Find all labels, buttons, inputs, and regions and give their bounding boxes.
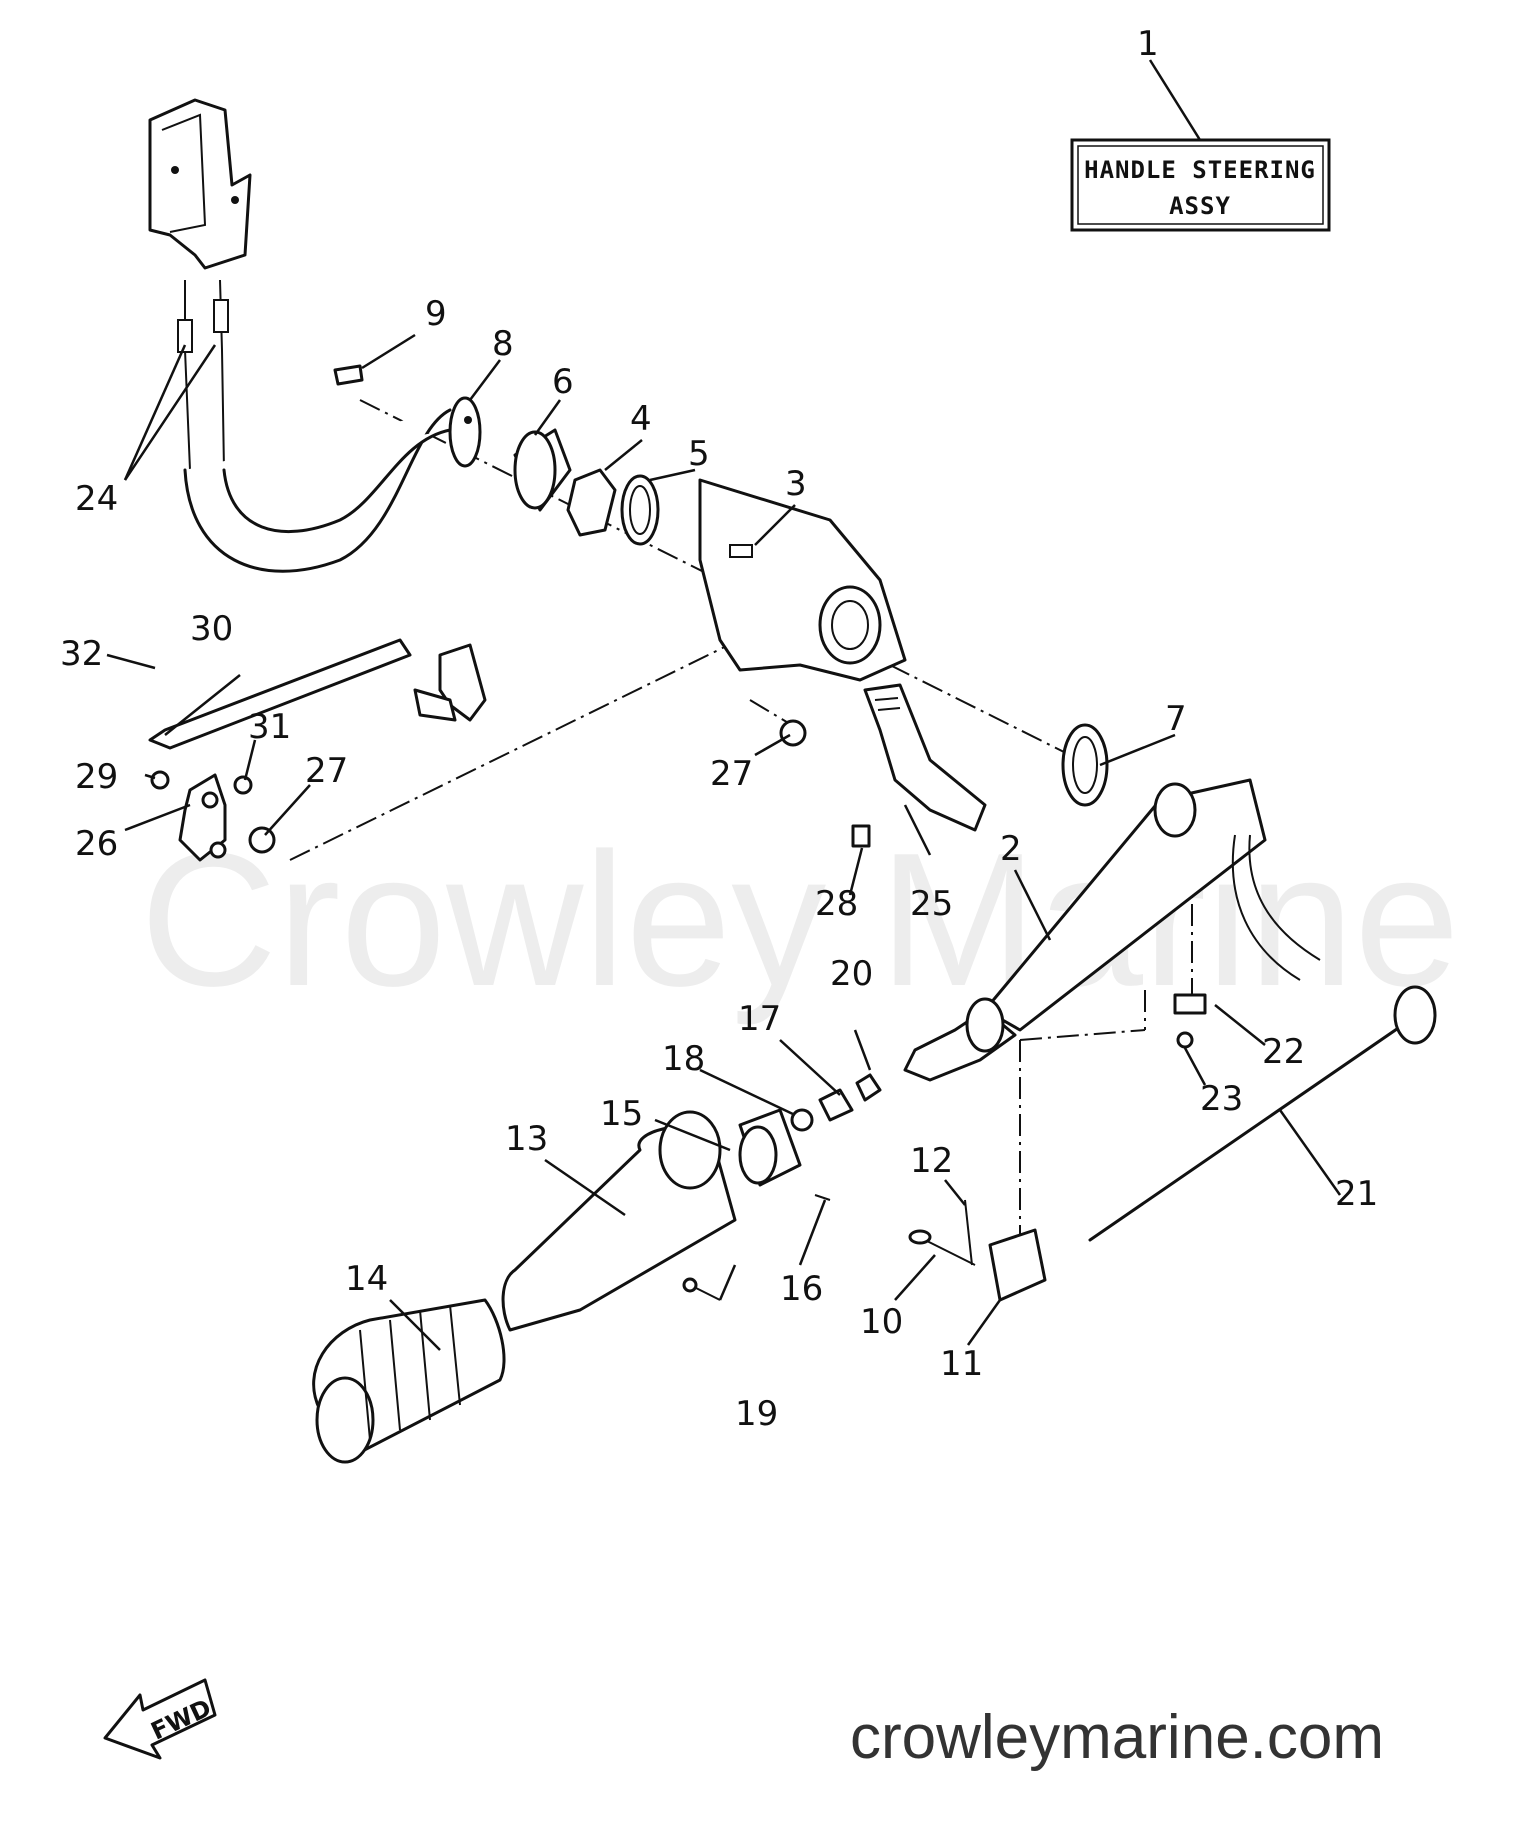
callout-27b: 27 bbox=[710, 754, 753, 794]
leader-lines bbox=[106, 59, 1342, 1351]
shaft-parts bbox=[333, 364, 660, 546]
callout-11: 11 bbox=[940, 1344, 983, 1384]
callout-7: 7 bbox=[1165, 699, 1187, 739]
cable-set bbox=[177, 279, 452, 573]
callout-14: 14 bbox=[345, 1259, 388, 1299]
callout-2: 2 bbox=[1000, 829, 1022, 869]
assembly-box: HANDLE STEERING ASSY bbox=[1070, 138, 1331, 232]
callout-6: 6 bbox=[552, 362, 574, 402]
linkage bbox=[148, 638, 487, 862]
callout-25: 25 bbox=[910, 884, 953, 924]
callout-26: 26 bbox=[75, 824, 118, 864]
website-url: crowleymarine.com bbox=[850, 1703, 1384, 1772]
grip-assembly bbox=[312, 1073, 882, 1464]
callout-10: 10 bbox=[860, 1302, 903, 1342]
callout-28: 28 bbox=[815, 884, 858, 924]
callout-21: 21 bbox=[1335, 1174, 1378, 1214]
callout-19: 19 bbox=[735, 1394, 778, 1434]
lever bbox=[863, 683, 987, 832]
callout-3: 3 bbox=[785, 464, 807, 504]
callout-17: 17 bbox=[738, 999, 781, 1039]
assembly-box-line2: ASSY bbox=[1169, 192, 1231, 220]
plate-7 bbox=[1061, 723, 1109, 807]
bracket-top bbox=[148, 98, 252, 270]
callout-18: 18 bbox=[662, 1039, 705, 1079]
callout-5: 5 bbox=[688, 434, 710, 474]
screws bbox=[682, 1194, 831, 1301]
callout-13: 13 bbox=[505, 1119, 548, 1159]
small-parts bbox=[150, 719, 1207, 1049]
assembly-box-line1: HANDLE STEERING bbox=[1084, 156, 1316, 184]
callout-31: 31 bbox=[248, 707, 291, 747]
callout-20: 20 bbox=[830, 954, 873, 994]
fwd-arrow-icon: FWD bbox=[103, 1678, 217, 1760]
main-bracket bbox=[698, 478, 907, 682]
callout-27a: 27 bbox=[305, 751, 348, 791]
throttle-cable bbox=[1088, 985, 1437, 1242]
callout-32: 32 bbox=[60, 634, 103, 674]
callout-9: 9 bbox=[425, 294, 447, 334]
callout-16: 16 bbox=[780, 1269, 823, 1309]
callout-30: 30 bbox=[190, 609, 233, 649]
callout-23: 23 bbox=[1200, 1079, 1243, 1119]
callout-4: 4 bbox=[630, 399, 652, 439]
tiller-arm bbox=[903, 778, 1321, 1082]
friction-parts bbox=[908, 1199, 1047, 1302]
callout-29: 29 bbox=[75, 757, 118, 797]
callout-labels: 1 2 3 4 5 6 7 8 9 10 11 12 13 14 15 16 1… bbox=[60, 24, 1378, 1434]
watermark: Crowley Marine bbox=[140, 814, 1460, 1026]
callout-24: 24 bbox=[75, 479, 118, 519]
callout-15: 15 bbox=[600, 1094, 643, 1134]
callout-1: 1 bbox=[1137, 24, 1159, 64]
callout-8: 8 bbox=[492, 324, 514, 364]
callout-12: 12 bbox=[910, 1141, 953, 1181]
callout-22: 22 bbox=[1262, 1032, 1305, 1072]
